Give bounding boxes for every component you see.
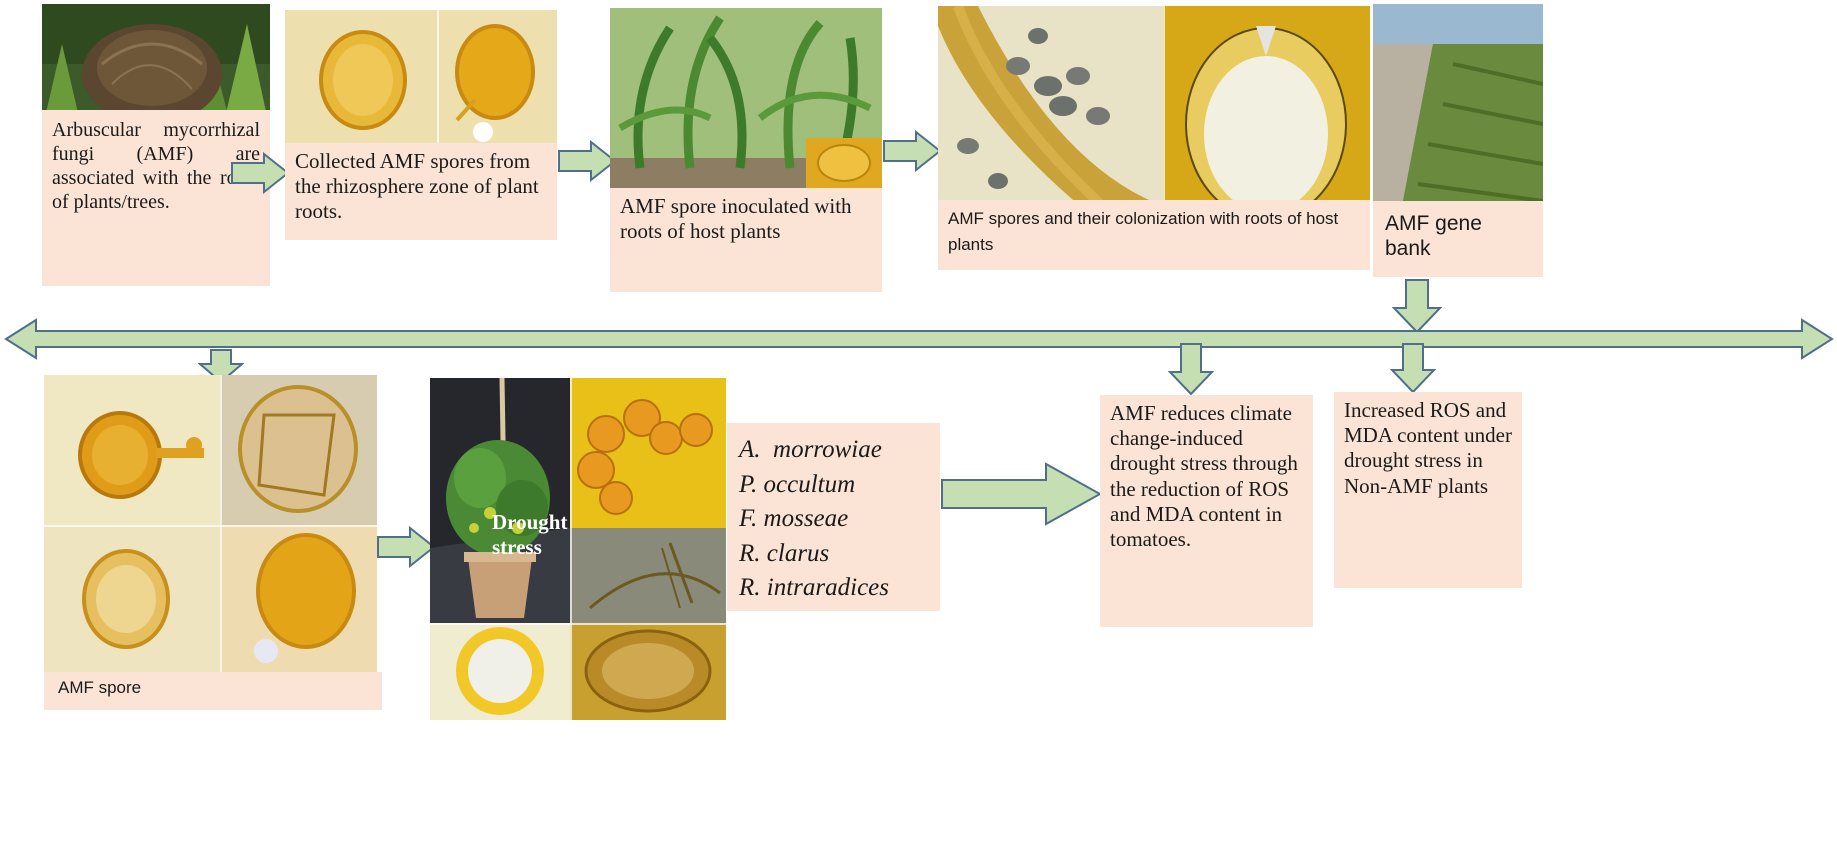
- double-arrow-divider: [4, 318, 1834, 360]
- arrow-right-drought: [376, 526, 436, 568]
- gene-bank-photo: [1373, 4, 1543, 201]
- caption-amf-roots: Arbuscular mycorrhizal fungi (AMF) are a…: [42, 110, 270, 286]
- species-1: A. morrowiae: [739, 436, 882, 463]
- caption-spore-inoculated: AMF spore inoculated with roots of host …: [610, 188, 882, 292]
- arrow-right-3: [882, 130, 942, 172]
- arrow-right-result: [940, 462, 1102, 526]
- caption-non-amf-result: Increased ROS and MDA content under drou…: [1334, 392, 1522, 588]
- caption-colonization: AMF spores and their colonization with r…: [938, 200, 1370, 270]
- amf-spore-photos: [44, 375, 377, 675]
- plant-roots-photo: [42, 4, 270, 130]
- arrow-down-non-amf: [1390, 342, 1436, 394]
- caption-gene-bank: AMF gene bank: [1373, 201, 1543, 277]
- arrow-right-2: [557, 140, 617, 182]
- species-3: F. mosseae: [739, 505, 849, 532]
- species-4: R. clarus: [739, 539, 830, 567]
- species-5: R. intraradices: [739, 574, 889, 601]
- amf-species-list: A. morrowiae P. occultum F. mosseae R. c…: [727, 423, 940, 611]
- collected-spores-photo: [285, 10, 557, 143]
- arrow-right-1: [230, 152, 290, 194]
- host-plants-photo: [610, 8, 882, 188]
- caption-collected-spores: Collected AMF spores from the rhizospher…: [285, 143, 557, 240]
- drought-stress-composite: Drought stress: [430, 378, 726, 720]
- caption-amf-spore: AMF spore: [44, 672, 382, 710]
- colonization-micrograph: [938, 6, 1370, 229]
- arrow-down-spore: [198, 348, 244, 384]
- arrow-down-result: [1168, 342, 1214, 396]
- caption-amf-result: AMF reduces climate change-induced droug…: [1100, 395, 1313, 627]
- arrow-down-gene-bank: [1392, 278, 1442, 334]
- species-2: P. occultum: [739, 470, 856, 498]
- drought-stress-label: Drought stress: [492, 510, 568, 560]
